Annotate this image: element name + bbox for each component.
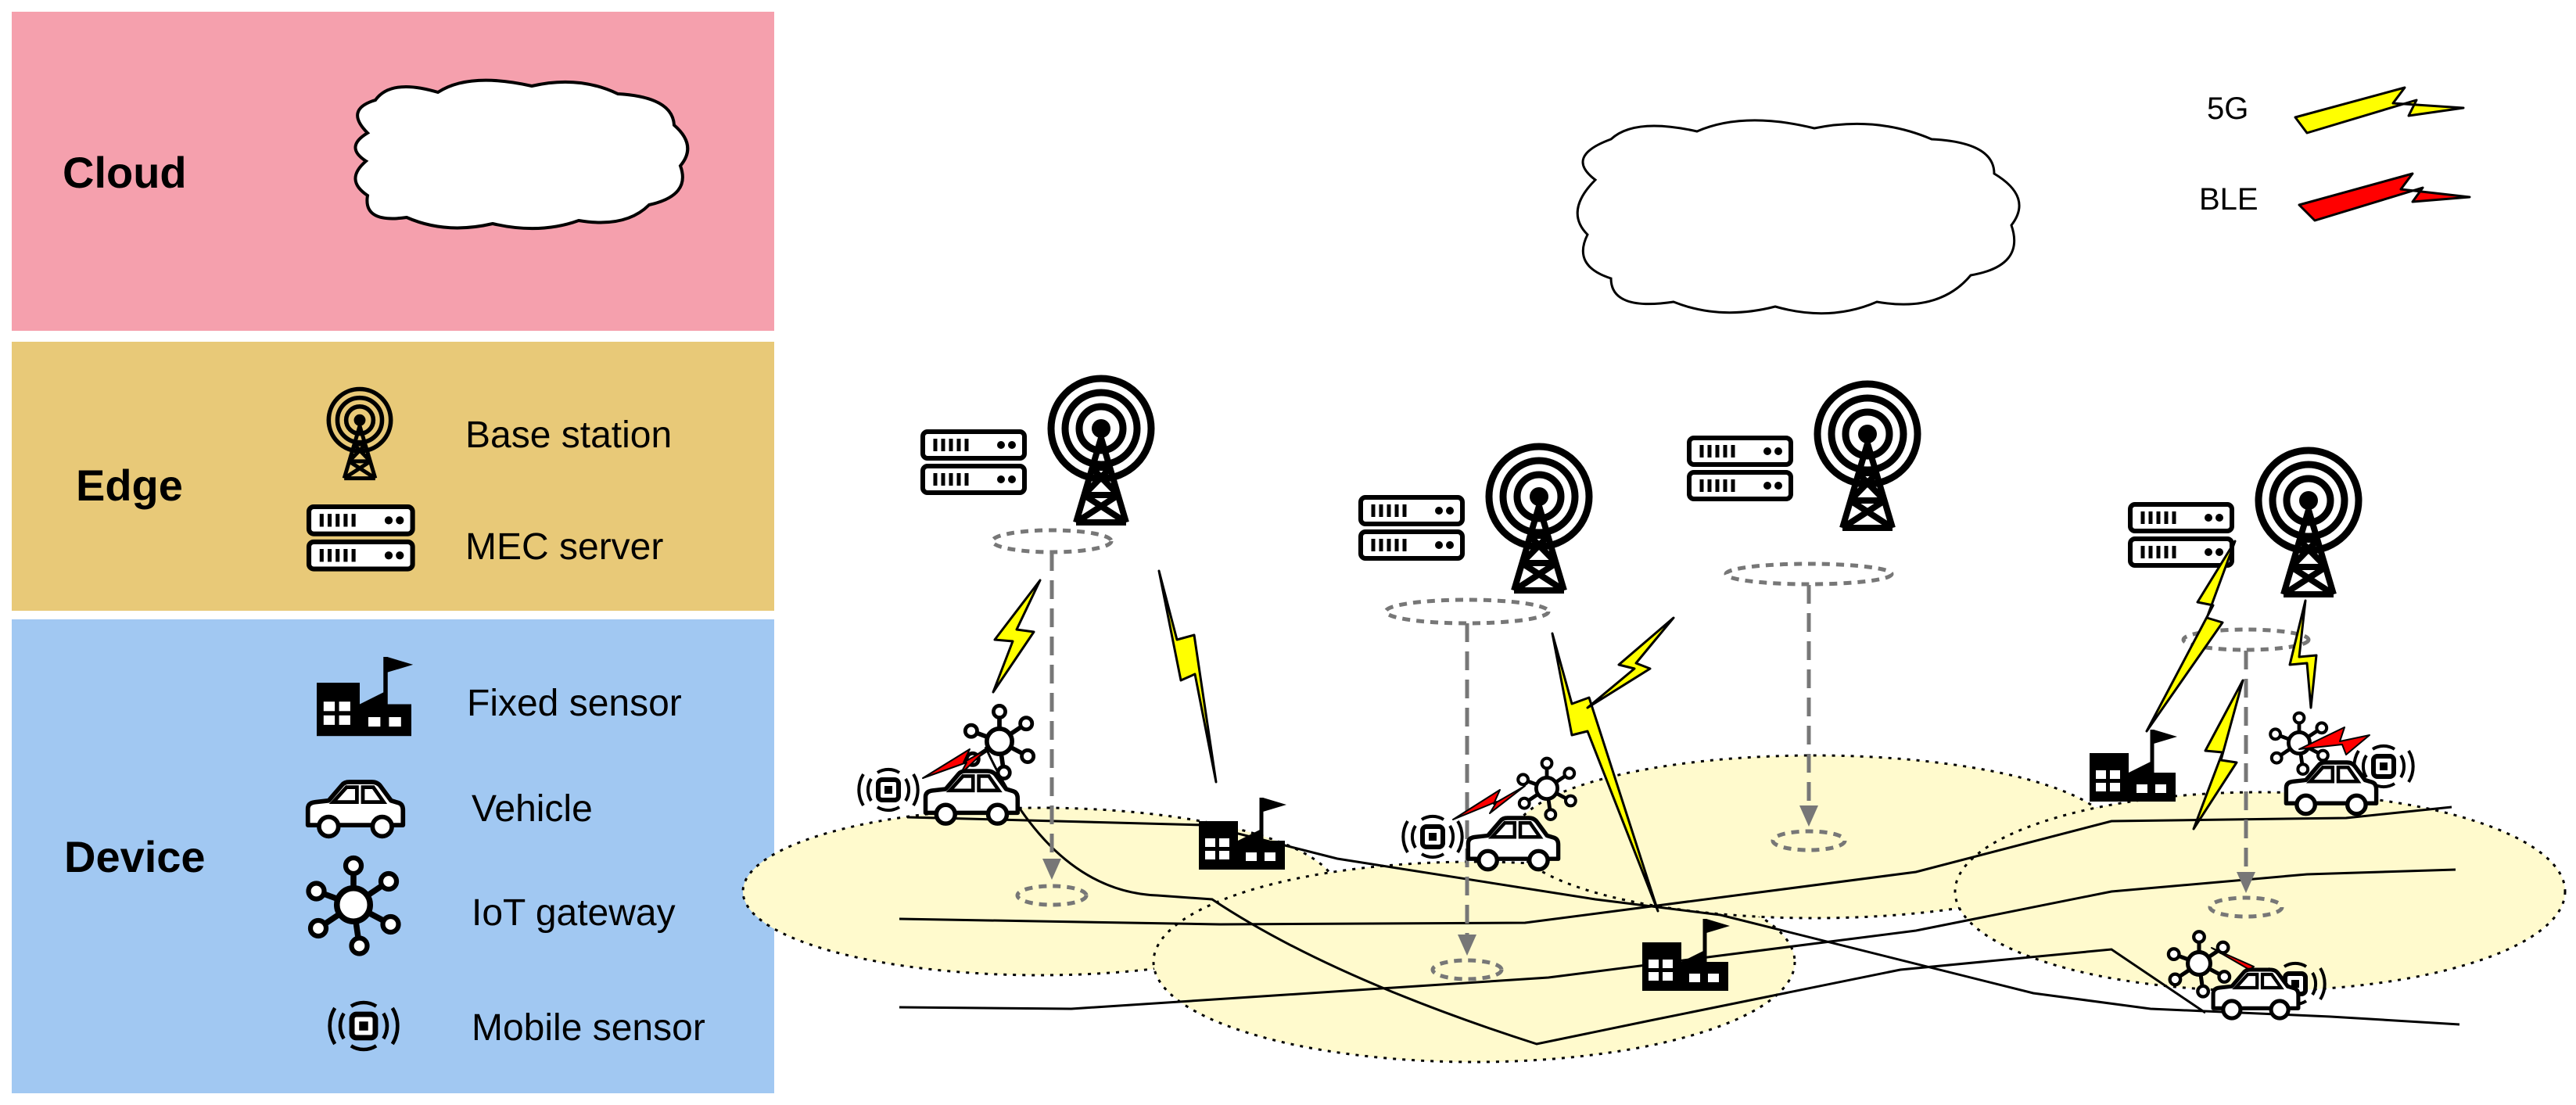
- lightning-icon: [1157, 569, 1218, 784]
- road: [984, 746, 2206, 1046]
- mec-server-icon: [2130, 504, 2232, 565]
- mobile-sensor-icon: [859, 770, 917, 810]
- lightning-icon: [1586, 616, 1675, 709]
- projection-ring: [2181, 627, 2311, 652]
- edge-layer-label: Edge: [76, 461, 183, 510]
- ble-lightning-icon: [2298, 727, 2370, 755]
- mobile-sensor-label: Mobile sensor: [472, 1007, 705, 1049]
- fiveg-lightning-icon: [2294, 86, 2465, 135]
- projection-ring: [990, 528, 1114, 554]
- base-station-icon: [1051, 378, 1151, 522]
- projection-arrowhead: [2237, 872, 2255, 893]
- projection-ring: [1430, 958, 1504, 981]
- projection-arrowhead: [1458, 935, 1476, 956]
- mec-server-label: MEC server: [465, 526, 663, 568]
- ble-key-label: BLE: [2199, 182, 2258, 217]
- base-station-icon: [2258, 450, 2359, 594]
- lightning-icon: [1551, 632, 1659, 913]
- lightning-icon: [2288, 599, 2318, 709]
- iot-gateway-label: IoT gateway: [472, 892, 676, 934]
- cloud-icon: [353, 78, 690, 231]
- base-station-icon: [1489, 447, 1589, 590]
- projections: [990, 528, 2311, 981]
- mec-server-icon: [1689, 438, 1791, 499]
- layer-legend: Cloud Edge Device Base station MEC serve…: [12, 12, 774, 1093]
- projection-ring: [1771, 829, 1847, 852]
- coverage-area: [1954, 791, 2567, 992]
- projection-ring: [1383, 597, 1551, 626]
- fixed-sensor-icon: [2090, 730, 2177, 802]
- fiveg-key-label: 5G: [2207, 91, 2248, 126]
- road: [899, 868, 2456, 1010]
- mec-server-icon: [923, 432, 1024, 493]
- ble-lightning-icon: [1452, 785, 1526, 820]
- base-station-label: Base station: [465, 414, 672, 456]
- projection-ring: [1015, 884, 1089, 907]
- mobile-sensor-icon: [1403, 816, 1462, 857]
- devices: [859, 705, 2413, 1018]
- road: [899, 805, 2452, 926]
- coverage-areas: [741, 754, 2567, 1064]
- fiveg-links: [992, 540, 2318, 913]
- ble-lightning-icon: [2298, 172, 2471, 222]
- lightning-icon: [992, 579, 1042, 694]
- link-key: 5G BLE: [2199, 86, 2471, 222]
- cloud-icon: [1576, 119, 2021, 315]
- mec-server-icon: [1361, 497, 1462, 558]
- device-layer-label: Device: [64, 832, 206, 881]
- device-layer-band: [12, 619, 774, 1093]
- vehicle-label: Vehicle: [472, 788, 593, 830]
- lightning-icon: [2145, 540, 2237, 733]
- projection-ring: [2208, 895, 2284, 919]
- projection-arrowhead: [1799, 805, 1818, 827]
- cloud-layer-label: Cloud: [63, 148, 187, 197]
- ble-lightning-icon: [922, 748, 988, 779]
- edge-nodes: [923, 378, 2359, 594]
- lightning-icon: [2192, 679, 2244, 831]
- projection-arrowhead: [1042, 859, 1061, 880]
- iot-gateway-icon: [965, 705, 1033, 778]
- projection-ring: [1724, 561, 1894, 587]
- base-station-icon: [1817, 384, 1918, 528]
- fixed-sensor-label: Fixed sensor: [467, 683, 682, 724]
